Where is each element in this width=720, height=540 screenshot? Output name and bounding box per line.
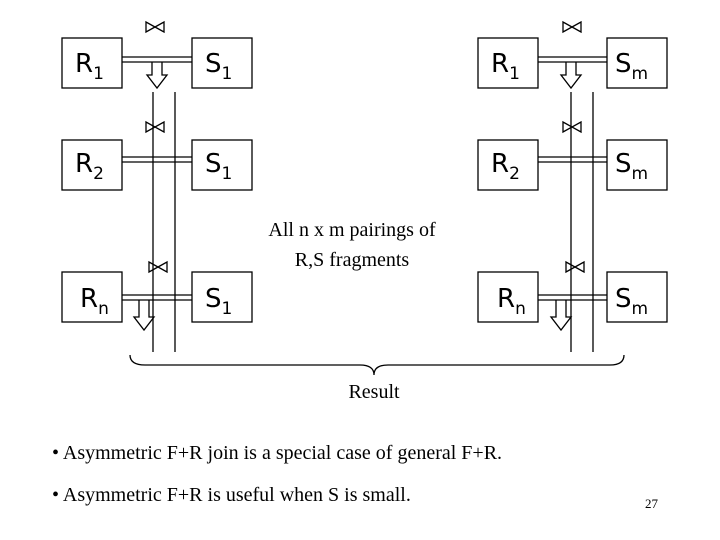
right-r2-label: R2	[491, 149, 520, 184]
right-rown-bowtie-icon	[565, 260, 585, 274]
right-sm-box-rown	[606, 271, 668, 323]
right-rown-down-arrow-icon	[549, 300, 573, 332]
right-sm-label-row2: Sm	[615, 149, 648, 184]
left-r1-box	[61, 37, 123, 89]
left-s1-label-rown: S1	[205, 284, 232, 319]
left-rn-box	[61, 271, 123, 323]
right-rn-box	[477, 271, 539, 323]
left-row1-down-arrow-icon	[145, 62, 169, 90]
left-s1-box-row1	[191, 37, 253, 89]
left-s1-box-row2	[191, 139, 253, 191]
right-row1-bowtie-icon	[562, 20, 582, 34]
left-row1-bowtie-icon	[145, 20, 165, 34]
bullet-2: • Asymmetric F+R is useful when S is sma…	[52, 484, 411, 506]
right-row2-bowtie-icon	[562, 120, 582, 134]
left-s1-label-row2: S1	[205, 149, 232, 184]
left-r1-label: R1	[75, 49, 104, 84]
left-group: R1 S1 R2 S1 Rn S1	[61, 20, 253, 352]
right-rn-label: Rn	[497, 284, 526, 319]
right-sm-box-row2	[606, 139, 668, 191]
left-r2-box	[61, 139, 123, 191]
bullet-1: • Asymmetric F+R join is a special case …	[52, 442, 502, 464]
right-r2-box	[477, 139, 539, 191]
right-r1-box	[477, 37, 539, 89]
right-row1-down-arrow-icon	[559, 62, 583, 90]
left-s1-box-rown	[191, 271, 253, 323]
center-caption-line-2: R,S fragments	[295, 249, 410, 271]
result-brace	[129, 354, 625, 376]
left-rown-down-arrow-icon	[132, 300, 156, 332]
right-group: R1 Sm R2 Sm Rn Sm	[477, 20, 668, 352]
left-r2-label: R2	[75, 149, 104, 184]
center-caption-line-1: All n x m pairings of	[268, 219, 436, 241]
left-rown-bowtie-icon	[148, 260, 168, 274]
right-r1-label: R1	[491, 49, 520, 84]
left-row2-bowtie-icon	[145, 120, 165, 134]
right-sm-label-row1: Sm	[615, 49, 648, 84]
right-sm-label-rown: Sm	[615, 284, 648, 319]
left-s1-label-row1: S1	[205, 49, 232, 84]
left-rn-label: Rn	[80, 284, 109, 319]
page-number: 27	[645, 496, 659, 511]
result-label: Result	[348, 381, 400, 403]
right-sm-box-row1	[606, 37, 668, 89]
